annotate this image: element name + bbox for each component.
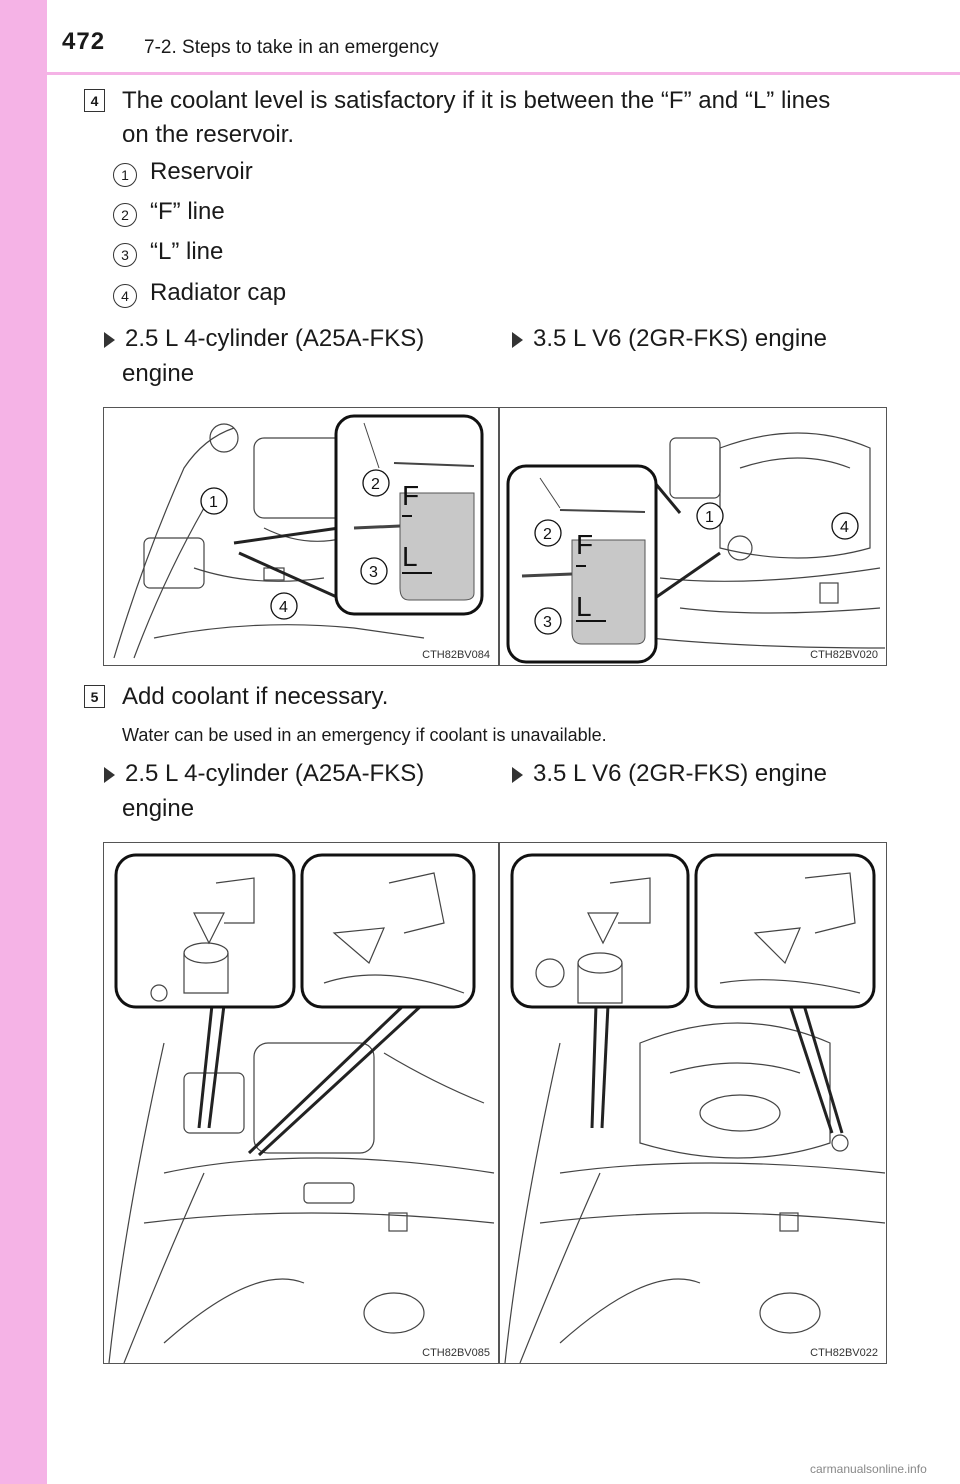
figure-code: CTH82BV084 [422, 649, 490, 661]
callout-4: 4 [840, 519, 849, 536]
callout-4: 4 [279, 599, 288, 616]
figure-code: CTH82BV020 [810, 649, 878, 661]
engine-label-left-5-line2: engine [122, 795, 195, 822]
engine-illustration: F L 1 2 3 4 [113, 414, 484, 659]
figure-code: CTH82BV022 [810, 1347, 878, 1359]
engine-label-left-5: 2.5 L 4-cylinder (A25A-FKS) [104, 755, 424, 793]
callout-2: 2 [543, 526, 552, 543]
legend-label-3: “L” line [150, 238, 224, 265]
l-label: L [576, 591, 592, 622]
callout-3: 3 [369, 564, 378, 581]
figure-code: CTH82BV085 [422, 1347, 490, 1359]
engine-label-right-5: 3.5 L V6 (2GR-FKS) engine [512, 755, 827, 793]
engine-label-right-4: 3.5 L V6 (2GR-FKS) engine [512, 320, 827, 358]
engine-illustration [504, 853, 886, 1363]
step5-text: Add coolant if necessary. [122, 683, 389, 710]
arrow-right-icon [512, 766, 523, 783]
step5-note: Water can be used in an emergency if coo… [122, 725, 607, 745]
arrow-right-icon [104, 766, 115, 783]
legend-label-2: “F” line [150, 198, 225, 225]
figure-add-coolant-left: CTH82BV085 [103, 842, 499, 1364]
l-label: L [402, 541, 418, 572]
engine-illustration: F L 1 2 3 4 [506, 432, 886, 664]
engine-label-left-4-line2: engine [122, 360, 195, 387]
step4-text-line1: The coolant level is satisfactory if it … [122, 87, 831, 114]
engine-illustration [108, 853, 495, 1363]
side-band [0, 0, 47, 1484]
page-number: 472 [62, 28, 106, 55]
f-label: F [402, 480, 419, 511]
legend-label-1: Reservoir [150, 158, 253, 185]
figure-reservoir-right: F L 1 2 3 4 CTH82BV020 [499, 407, 887, 666]
section-title: 7-2. Steps to take in an emergency [144, 37, 439, 58]
figure-add-coolant-right: CTH82BV022 [499, 842, 887, 1364]
legend-num-4: 4 [113, 284, 137, 308]
legend-num-2: 2 [113, 203, 137, 227]
figure-reservoir-left: F L 1 2 3 4 CTH82BV084 [103, 407, 499, 666]
legend-num-1: 1 [113, 163, 137, 187]
arrow-right-icon [104, 331, 115, 348]
f-label: F [576, 529, 593, 560]
callout-1: 1 [209, 494, 218, 511]
callout-1: 1 [705, 509, 714, 526]
arrow-right-icon [512, 331, 523, 348]
step-number-4: 4 [84, 89, 105, 112]
step-number-5: 5 [84, 685, 105, 708]
watermark: carmanualsonline.info [810, 1462, 927, 1476]
step4-text-line2: on the reservoir. [122, 121, 295, 148]
callout-3: 3 [543, 614, 552, 631]
header-rule [47, 72, 960, 75]
legend-label-4: Radiator cap [150, 279, 287, 306]
engine-label-left-4: 2.5 L 4-cylinder (A25A-FKS) [104, 320, 424, 358]
callout-2: 2 [371, 476, 380, 493]
legend-num-3: 3 [113, 243, 137, 267]
